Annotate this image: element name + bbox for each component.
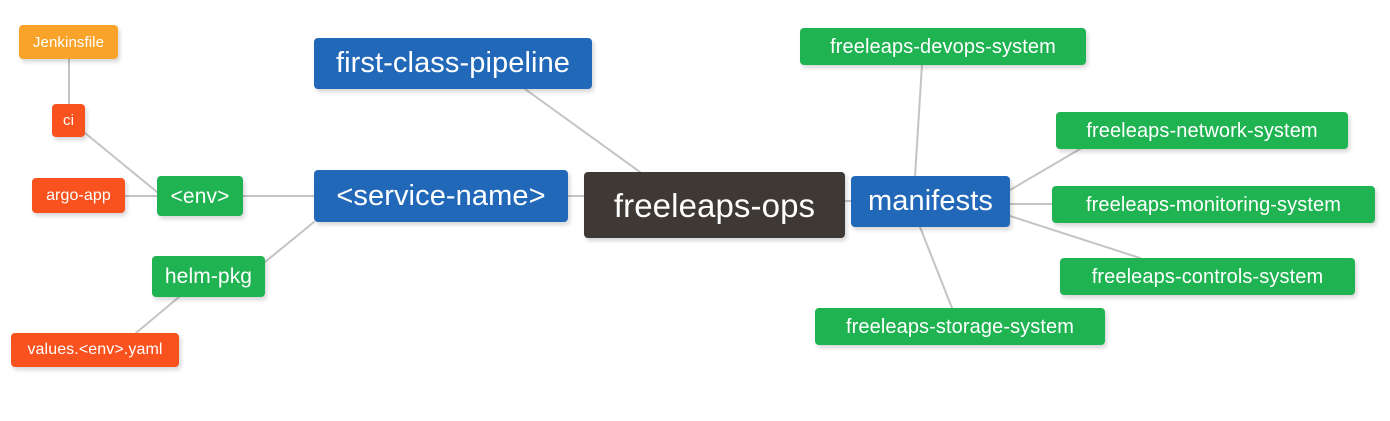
mindmap-node-helm-pkg[interactable]: helm-pkg [152,256,265,297]
node-label: helm-pkg [164,265,253,288]
node-label: values.<env>.yaml [27,341,163,358]
mindmap-node-jenkinsfile[interactable]: Jenkinsfile [19,25,118,59]
edge-first-class-pipeline-to-freeleaps-ops [524,88,641,173]
node-label: Jenkinsfile [32,33,105,51]
mindmap-node-freeleaps-devops-system[interactable]: freeleaps-devops-system [800,28,1086,65]
node-label: manifests [868,185,993,217]
edge-helm-pkg-to-values-yaml [135,296,180,334]
edge-service-name-to-helm-pkg [264,221,315,263]
mindmap-node-freeleaps-storage-system[interactable]: freeleaps-storage-system [815,308,1105,345]
node-label: argo-app [46,186,111,204]
mindmap-node-freeleaps-ops[interactable]: freeleaps-ops [584,172,845,238]
mindmap-node-argo-app[interactable]: argo-app [32,178,125,213]
edge-freeleaps-devops-system-to-manifests [914,64,923,177]
mindmap-node-values-yaml[interactable]: values.<env>.yaml [11,333,179,367]
mindmap-node-freeleaps-monitoring-system[interactable]: freeleaps-monitoring-system [1052,186,1375,223]
node-label: freeleaps-monitoring-system [1085,193,1341,216]
node-label: first-class-pipeline [335,47,571,79]
mindmap-node-first-class-pipeline[interactable]: first-class-pipeline [314,38,592,89]
mindmap-node-freeleaps-network-system[interactable]: freeleaps-network-system [1056,112,1348,149]
node-label: <env> [170,184,230,208]
mindmap-node-env[interactable]: <env> [157,176,243,216]
node-label: freeleaps-devops-system [830,35,1056,58]
node-label: freeleaps-ops [613,186,816,224]
node-label: <service-name> [336,179,546,212]
mindmap-node-ci[interactable]: ci [52,104,85,137]
edge-manifests-to-freeleaps-network-system [1009,148,1081,191]
mindmap-node-freeleaps-controls-system[interactable]: freeleaps-controls-system [1060,258,1355,295]
mindmap-node-service-name[interactable]: <service-name> [314,170,568,222]
mindmap-node-manifests[interactable]: manifests [851,176,1010,227]
node-label: freeleaps-controls-system [1091,265,1324,288]
node-label: freeleaps-network-system [1086,119,1318,142]
edge-manifests-to-freeleaps-storage-system [919,226,953,309]
node-label: ci [62,112,75,129]
node-label: freeleaps-storage-system [845,315,1075,338]
